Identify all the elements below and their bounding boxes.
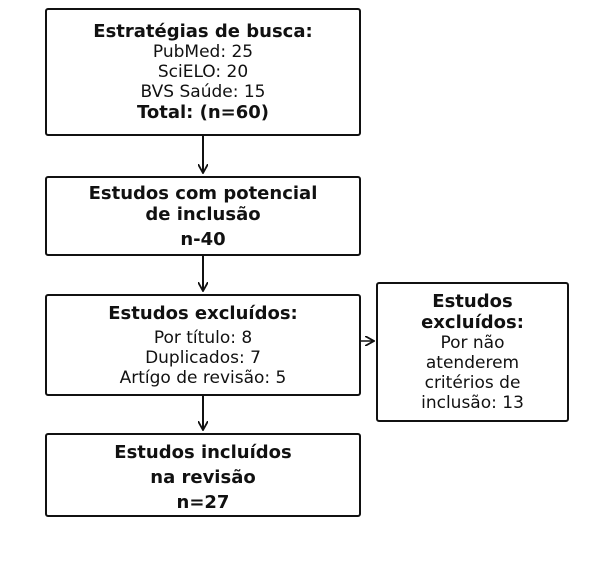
search-bvs: BVS Saúde: 15 bbox=[140, 82, 266, 102]
excluded-title: Estudos excluídos: bbox=[108, 302, 298, 324]
search-pubmed: PubMed: 25 bbox=[152, 42, 254, 62]
search-strategies-box: Estratégias de busca: PubMed: 25 SciELO:… bbox=[45, 8, 361, 136]
potential-title-2: de inclusão bbox=[145, 203, 261, 225]
criteria-line-3: critérios de bbox=[424, 373, 521, 393]
search-scielo: SciELO: 20 bbox=[157, 62, 249, 82]
potential-title-1: Estudos com potencial bbox=[88, 182, 318, 204]
included-count: n=27 bbox=[176, 491, 230, 513]
criteria-title-1: Estudos bbox=[432, 291, 513, 312]
excluded-criteria-box: Estudos excluídos: Por não atenderem cri… bbox=[376, 282, 569, 422]
search-total: Total: (n=60) bbox=[136, 102, 270, 123]
excluded-review-article: Artígo de revisão: 5 bbox=[119, 367, 287, 388]
criteria-line-1: Por não bbox=[440, 333, 505, 353]
included-title-1: Estudos incluídos bbox=[114, 441, 292, 463]
criteria-line-4: inclusão: 13 bbox=[421, 393, 524, 413]
included-studies-box: Estudos incluídos na revisão n=27 bbox=[45, 433, 361, 517]
criteria-line-2: atenderem bbox=[425, 353, 520, 373]
potential-inclusion-box: Estudos com potencial de inclusão n-40 bbox=[45, 176, 361, 256]
excluded-duplicates: Duplicados: 7 bbox=[145, 347, 261, 368]
search-title: Estratégias de busca: bbox=[93, 21, 313, 42]
excluded-by-title: Por título: 8 bbox=[153, 327, 253, 348]
included-title-2: na revisão bbox=[150, 466, 256, 488]
excluded-studies-box: Estudos excluídos: Por título: 8 Duplica… bbox=[45, 294, 361, 396]
potential-count: n-40 bbox=[180, 228, 226, 250]
criteria-title-2: excluídos: bbox=[421, 312, 524, 333]
